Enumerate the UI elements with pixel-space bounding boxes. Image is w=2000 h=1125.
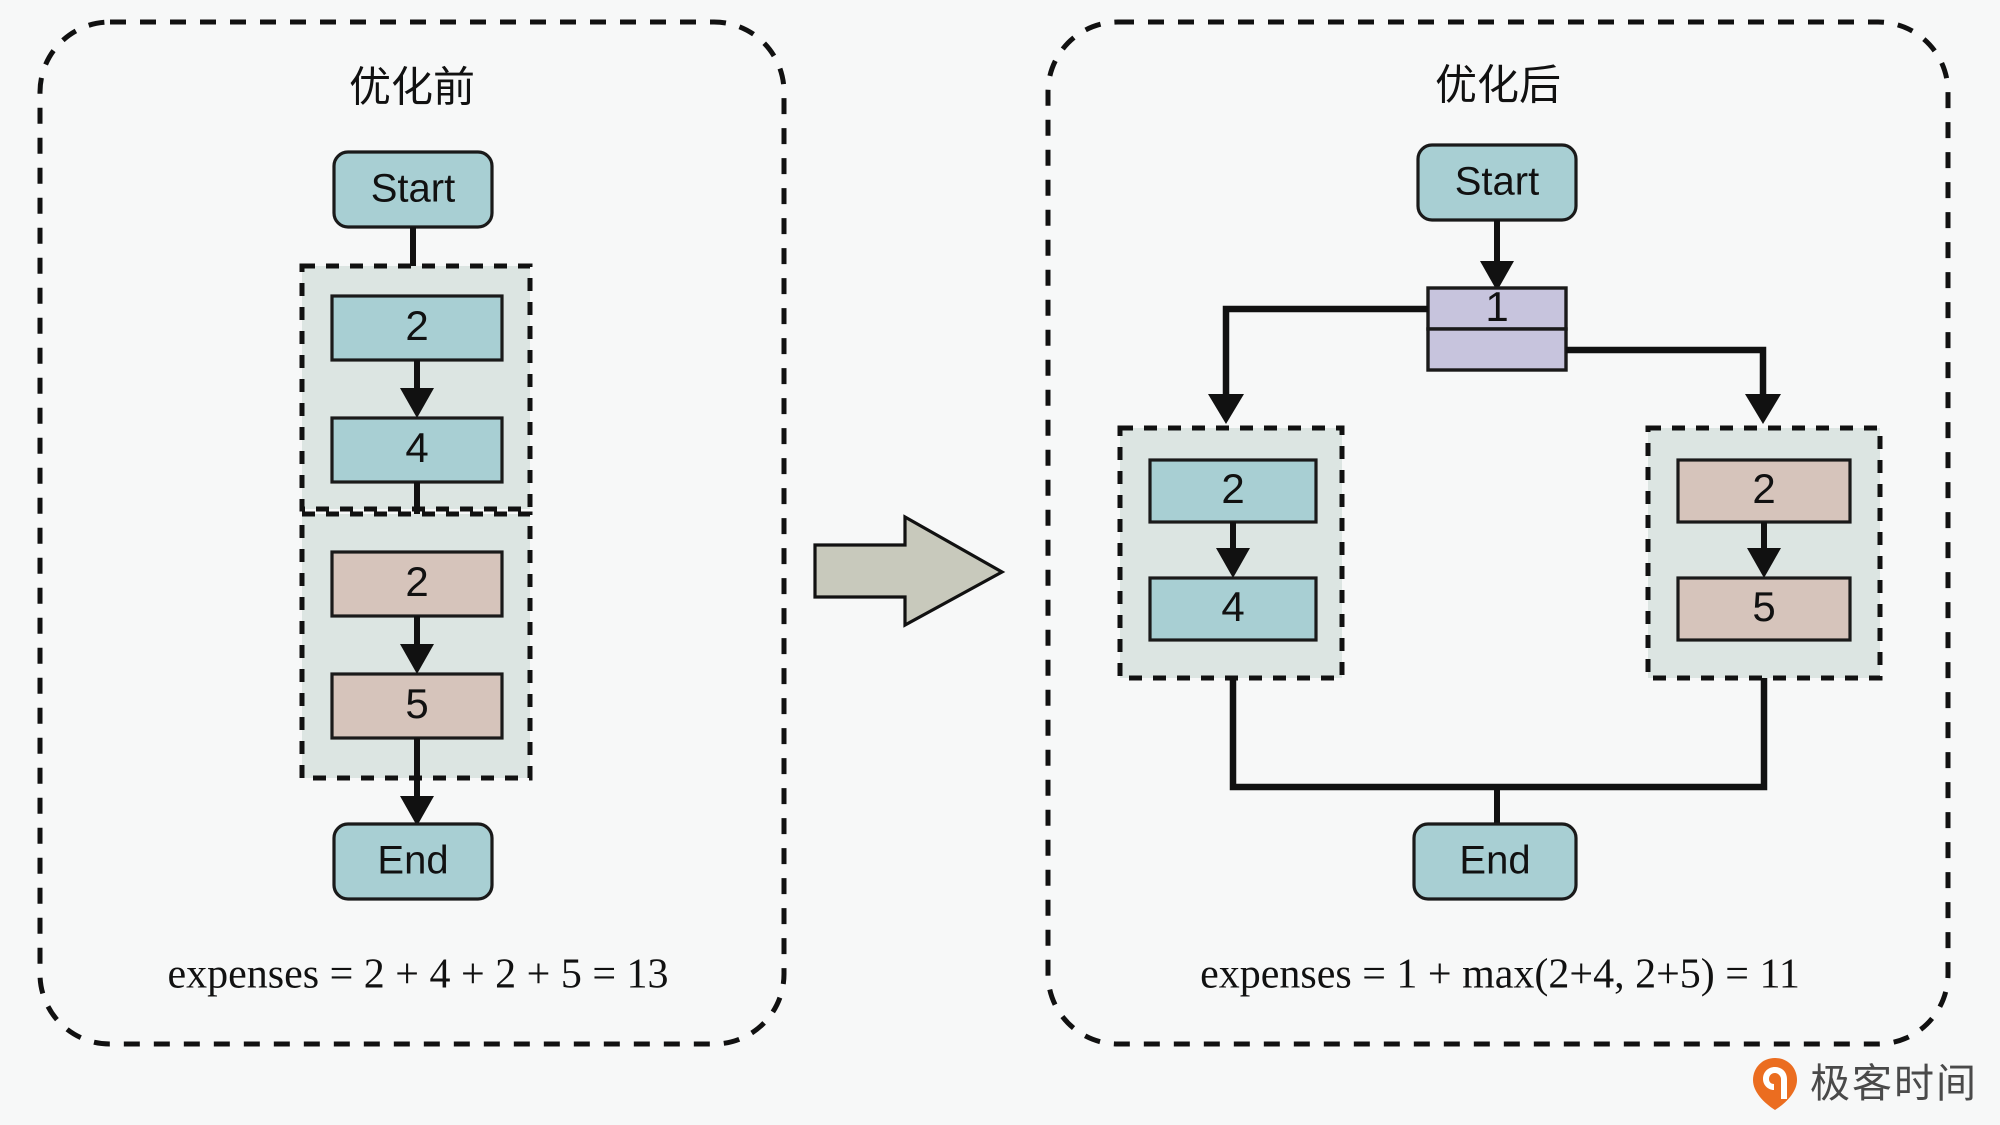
- after-right-node-5-label: 5: [1752, 583, 1775, 630]
- after-left-node-4-label: 4: [1221, 583, 1244, 630]
- after-edge-right-2-to-5: [1747, 522, 1781, 578]
- panel-before-title: 优化前: [349, 63, 475, 112]
- panel-before: 优化前 Start 2: [37, 19, 787, 1047]
- before-start-label: Start: [371, 167, 455, 211]
- panel-after: 优化后 Start 1: [1045, 19, 1951, 1047]
- before-node-4-label: 4: [405, 424, 428, 471]
- before-node-2a: 2: [330, 294, 504, 362]
- before-node-4: 4: [330, 416, 504, 484]
- after-left-node-4: 4: [1148, 576, 1318, 642]
- before-node-5-label: 5: [405, 680, 428, 727]
- after-edge-split-to-left: [1208, 305, 1428, 424]
- geektime-logo-icon: [1752, 1057, 1798, 1111]
- watermark: 极客时间: [1752, 1057, 1978, 1111]
- after-end-label: End: [1459, 839, 1530, 883]
- after-right-node-2: 2: [1676, 458, 1852, 524]
- after-start-label: Start: [1455, 160, 1539, 204]
- before-start-node: Start: [332, 150, 494, 229]
- before-node-2b-label: 2: [405, 558, 428, 605]
- after-formula: expenses = 1 + max(2+4, 2+5) = 11: [1200, 952, 1800, 998]
- after-split-node: 1: [1426, 283, 1568, 372]
- before-node-2b: 2: [330, 550, 504, 618]
- before-end-label: End: [377, 839, 448, 883]
- after-start-node: Start: [1416, 143, 1578, 222]
- panel-before-border: [37, 19, 787, 1047]
- panel-after-title: 优化后: [1435, 61, 1561, 110]
- after-edge-start-to-split: [1480, 220, 1514, 291]
- transform-arrow: [813, 514, 1006, 628]
- before-edge-2a-to-4: [400, 360, 434, 418]
- after-edge-split-to-right: [1566, 346, 1781, 424]
- after-end-node: End: [1412, 822, 1578, 901]
- after-right-node-5: 5: [1676, 576, 1852, 642]
- before-node-5: 5: [330, 672, 504, 740]
- before-node-2a-label: 2: [405, 302, 428, 349]
- after-split-node-label: 1: [1485, 283, 1508, 330]
- before-edge-2b-to-5: [400, 616, 434, 674]
- after-right-node-2-label: 2: [1752, 465, 1775, 512]
- after-edge-left-2-to-4: [1216, 522, 1250, 578]
- before-edge-5-to-end: [400, 738, 434, 826]
- before-formula: expenses = 2 + 4 + 2 + 5 = 13: [167, 952, 668, 998]
- before-end-node: End: [332, 822, 494, 901]
- after-left-node-2: 2: [1148, 458, 1318, 524]
- after-left-node-2-label: 2: [1221, 465, 1244, 512]
- watermark-text: 极客时间: [1810, 1061, 1978, 1107]
